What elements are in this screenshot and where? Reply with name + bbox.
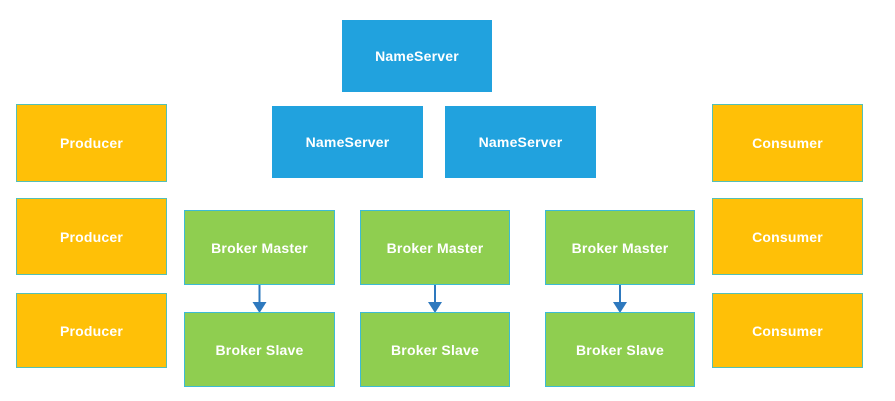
consumer-2-label: Consumer [752, 228, 823, 245]
nameserver-right-node: NameServer [445, 106, 596, 178]
consumer-1-node: Consumer [712, 104, 863, 182]
consumer-1-label: Consumer [752, 135, 823, 151]
broker-master-2-node: Broker Master [360, 210, 510, 285]
producer-2-label: Producer [59, 228, 124, 245]
producer-2-node: Producer [16, 198, 167, 275]
broker-slave-1-node: Broker Slave [184, 312, 335, 387]
nameserver-right-label: NameServer [478, 134, 563, 150]
consumer-2-node: Consumer [712, 198, 863, 275]
broker-slave-3-label: Broker Slave [575, 341, 664, 358]
nameserver-left-node: NameServer [272, 106, 423, 178]
nameserver-top-label: NameServer [375, 48, 459, 64]
broker-master-1-node: Broker Master [184, 210, 335, 285]
nameserver-left-label: NameServer [305, 134, 390, 150]
broker-slave-1-label: Broker Slave [215, 341, 304, 358]
broker-slave-3-node: Broker Slave [545, 312, 695, 387]
producer-3-node: Producer [16, 293, 167, 368]
broker-slave-2-node: Broker Slave [360, 312, 510, 387]
producer-1-node: Producer [16, 104, 167, 182]
broker-master-2-label: Broker Master [386, 239, 484, 256]
consumer-3-node: Consumer [712, 293, 863, 368]
broker-slave-2-label: Broker Slave [390, 341, 479, 358]
broker-master-1-label: Broker Master [211, 239, 308, 256]
broker-master-3-label: Broker Master [571, 239, 669, 256]
broker-master-3-node: Broker Master [545, 210, 695, 285]
consumer-3-label: Consumer [752, 322, 823, 339]
producer-1-label: Producer [59, 135, 124, 151]
producer-3-label: Producer [59, 322, 124, 339]
nameserver-top-node: NameServer [342, 20, 492, 92]
